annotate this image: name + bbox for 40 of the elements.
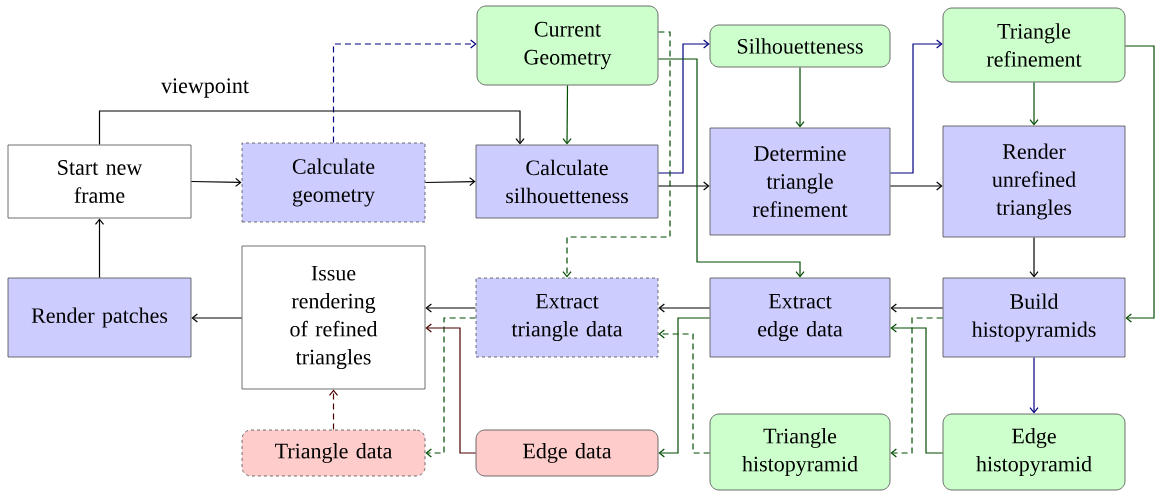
arrow	[1029, 81, 1039, 126]
arrow	[190, 177, 242, 187]
arrow	[658, 303, 711, 313]
data-box: Triangle data	[241, 429, 426, 477]
process-box: Calculate silhouetteness	[475, 144, 659, 219]
arrow	[562, 84, 572, 145]
arrow	[424, 177, 476, 187]
data-box: Current Geometry	[476, 5, 659, 86]
arrow	[657, 58, 805, 278]
arrow	[332, 39, 477, 144]
data-box: Triangle histopyramid	[709, 413, 891, 491]
data-box: Triangle refinement	[942, 7, 1126, 83]
arrow	[562, 31, 671, 278]
arrow	[890, 303, 944, 313]
arrow	[657, 181, 710, 191]
process-box: Calculate geometry	[241, 142, 426, 223]
process-box: Issue rendering of refined triangles	[241, 245, 426, 390]
process-box: Render patches	[7, 277, 192, 358]
data-box: Edge data	[475, 429, 659, 477]
arrow	[94, 218, 105, 279]
process-box: Build histopyramids	[942, 277, 1126, 358]
arrow	[795, 66, 805, 128]
data-box: Edge histopyramid	[942, 413, 1126, 491]
arrow	[98, 110, 525, 146]
arrow	[1029, 356, 1039, 414]
arrow	[657, 39, 710, 174]
edge-label: viewpoint	[161, 78, 249, 98]
process-box: Start new frame	[7, 144, 192, 219]
arrow	[425, 303, 477, 313]
arrow	[889, 181, 943, 191]
arrow	[1029, 236, 1039, 278]
arrow	[889, 39, 943, 174]
data-box: Silhouetteness	[709, 24, 891, 68]
arrow	[191, 313, 243, 323]
process-box: Extract triangle data	[475, 277, 659, 358]
arrow	[1124, 45, 1155, 323]
process-box: Render unrefined triangles	[942, 125, 1126, 238]
arrow	[328, 389, 339, 431]
process-box: Determine triangle refinement	[709, 127, 891, 236]
process-box: Extract edge data	[709, 277, 891, 358]
